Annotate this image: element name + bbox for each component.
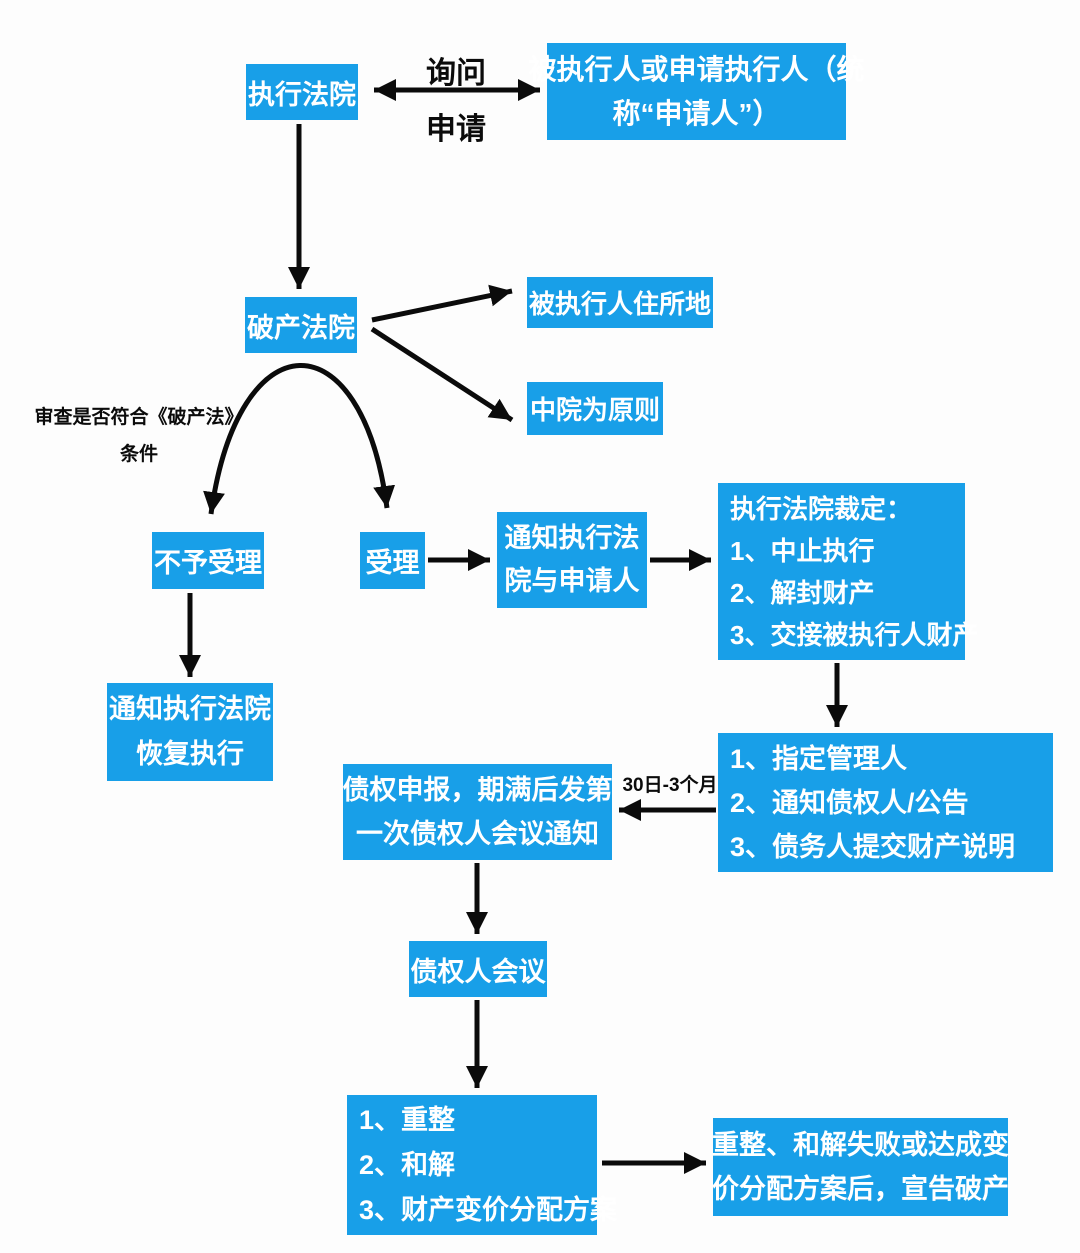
node-label: 1、重整 <box>359 1104 456 1135</box>
node-label: 不予受理 <box>154 548 262 578</box>
node-exec-court: 执行法院 <box>246 64 358 120</box>
node-applicant: 被执行人或申请执行人（统 称“申请人”） <box>529 43 865 140</box>
edge-label-period: 30日-3个月 <box>622 775 718 796</box>
node-domicile: 被执行人住所地 <box>527 277 713 328</box>
node-label: 中院为原则 <box>529 395 660 425</box>
node-label: 被执行人或申请执行人（统 <box>528 53 865 85</box>
node-notify-exec-applicant: 通知执行法 院与申请人 <box>497 512 647 608</box>
node-label: 3、财产变价分配方案 <box>359 1194 618 1225</box>
node-label: 破产法院 <box>247 312 355 343</box>
node-label: 债权人会议 <box>410 956 546 987</box>
node-label: 3、交接被执行人财产 <box>730 619 979 650</box>
node-reject: 不予受理 <box>152 532 264 589</box>
arrow-bankruptcy-to-intermediate <box>370 326 514 423</box>
node-claim-filing: 债权申报，期满后发第 一次债权人会议通知 <box>342 764 613 860</box>
edge-label-review-line2: 条件 <box>119 444 158 465</box>
node-bankruptcy-court: 破产法院 <box>245 297 357 353</box>
node-label: 一次债权人会议通知 <box>356 819 599 849</box>
arrow-bankruptcy-to-domicile <box>371 284 513 323</box>
edge-label-review: 审查是否符合《破产法》 条件 <box>33 402 245 466</box>
node-label: 2、和解 <box>359 1149 456 1180</box>
node-label: 3、债务人提交财产说明 <box>730 831 1016 862</box>
node-label: 通知执行法院 <box>109 694 271 724</box>
edge-label-review-line1: 审查是否符合《破产法》 <box>34 407 244 428</box>
node-label: 受理 <box>365 548 420 578</box>
node-label: 1、中止执行 <box>730 535 875 566</box>
node-label: 2、通知债权人/公告 <box>730 787 969 818</box>
node-label: 1、指定管理人 <box>730 743 908 774</box>
edge-label-apply: 申请 <box>426 113 486 146</box>
node-label: 执行法院裁定： <box>730 493 913 524</box>
node-label: 恢复执行 <box>136 739 244 769</box>
node-declare-bankruptcy: 重整、和解失败或达成变 价分配方案后，宣告破产 <box>712 1118 1009 1216</box>
node-accept: 受理 <box>360 532 425 589</box>
node-label: 重整、和解失败或达成变 <box>712 1130 1009 1160</box>
node-label: 2、解封财产 <box>730 577 875 608</box>
node-label: 债权申报，期满后发第 <box>342 775 613 805</box>
node-label: 价分配方案后，宣告破产 <box>712 1174 1009 1204</box>
arrow-review-split-reject-accept <box>203 363 396 515</box>
node-label: 通知执行法 <box>504 523 640 553</box>
node-manager-steps: 1、指定管理人 2、通知债权人/公告 3、债务人提交财产说明 <box>718 733 1053 872</box>
node-label: 执行法院 <box>248 79 356 110</box>
node-label: 被执行人住所地 <box>528 289 711 319</box>
node-label: 院与申请人 <box>504 566 640 596</box>
node-plan-options: 1、重整 2、和解 3、财产变价分配方案 <box>347 1095 617 1235</box>
node-intermediate-court: 中院为原则 <box>527 382 663 435</box>
node-resume-exec: 通知执行法院 恢复执行 <box>107 683 273 781</box>
node-exec-ruling: 执行法院裁定： 1、中止执行 2、解封财产 3、交接被执行人财产 <box>718 483 978 660</box>
node-creditors-meeting: 债权人会议 <box>409 941 547 997</box>
edge-label-inquiry: 询问 <box>426 57 486 90</box>
node-label: 称“申请人”） <box>612 97 781 129</box>
